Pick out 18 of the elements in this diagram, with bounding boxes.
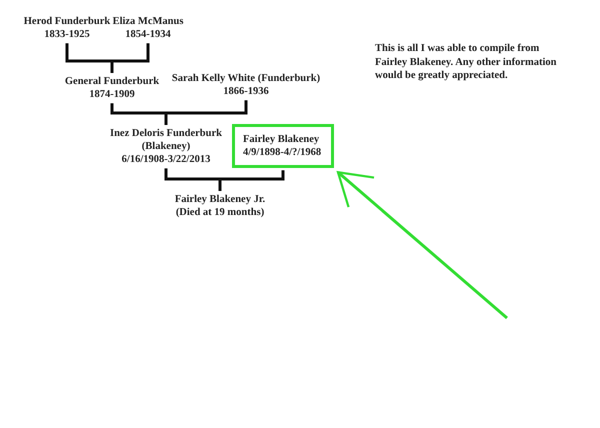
person-name: Fairley Blakeney	[243, 133, 320, 146]
life-dates: 1866-1936	[222, 85, 270, 98]
life-dates: 1874-1909	[88, 88, 136, 102]
life-dates: 1833-1925	[43, 28, 91, 42]
person-name: General Funderburk	[64, 75, 160, 88]
highlighted-person-box	[232, 124, 334, 168]
family-connector	[218, 170, 284, 191]
person-name: Inez Deloris Funderburk (Blakeney)	[108, 127, 223, 154]
family-connector	[164, 100, 248, 125]
life-dates: (Died at 19 months)	[174, 206, 266, 220]
note-text: This is all I was able to compile from Fairley Blakeney. Any other information would be greatly appreciated.	[375, 42, 558, 83]
life-dates: 1854-1934	[124, 28, 172, 42]
life-dates: 4/9/1898-4/?/1968	[243, 146, 322, 160]
person-name: Fairley Blakeney Jr.	[174, 193, 266, 206]
person-name: Sarah Kelly White (Funderburk)	[170, 72, 322, 86]
life-dates: 6/16/1908-3/22/2013	[120, 153, 212, 166]
family-connector	[110, 43, 150, 73]
pointer-arrow	[336, 171, 508, 320]
